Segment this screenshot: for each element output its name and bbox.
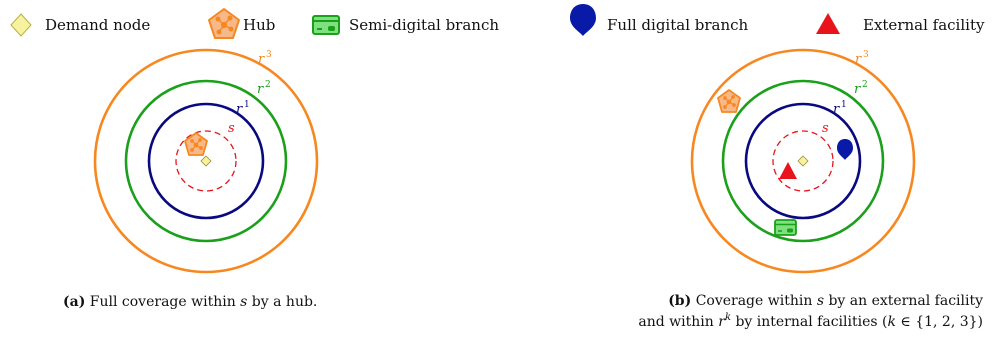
label-r3: r bbox=[258, 52, 265, 67]
hub-icon bbox=[717, 89, 741, 113]
demand-node-icon bbox=[10, 13, 32, 37]
label-r3-sup: 3 bbox=[863, 50, 869, 60]
legend-external: External facility bbox=[816, 13, 985, 34]
label-r1: r bbox=[236, 102, 243, 117]
legend-demand-node: Demand node bbox=[10, 13, 150, 37]
external-facility-icon bbox=[779, 162, 797, 179]
external-facility-icon bbox=[816, 13, 840, 34]
panel-a: r 3 r 2 r 1 s (a) Full coverage within s… bbox=[63, 48, 319, 310]
ring-r2 bbox=[721, 79, 885, 243]
ring-r2 bbox=[124, 79, 288, 243]
legend-hub bbox=[208, 8, 240, 39]
demand-node-icon bbox=[797, 155, 809, 167]
label-r2-sup: 2 bbox=[862, 80, 868, 90]
ring-s bbox=[772, 130, 834, 192]
label-r2: r bbox=[854, 82, 861, 97]
label-s: s bbox=[822, 121, 829, 136]
legend: Demand node Hub Semi-digital branch bbox=[10, 4, 985, 39]
full-digital-branch-icon bbox=[570, 4, 596, 36]
label-r1: r bbox=[833, 102, 840, 117]
label-r1-sup: 1 bbox=[244, 100, 250, 110]
legend-external-label: External facility bbox=[863, 16, 985, 34]
legend-semi-digital-label: Semi-digital branch bbox=[349, 16, 499, 34]
label-r2: r bbox=[257, 82, 264, 97]
ring-r3 bbox=[690, 48, 916, 274]
caption-b: (b) Coverage within s by an external fac… bbox=[638, 293, 983, 330]
ring-r3 bbox=[93, 48, 319, 274]
label-r1-sup: 1 bbox=[841, 100, 847, 110]
demand-node-icon bbox=[200, 155, 212, 167]
label-s: s bbox=[228, 121, 235, 136]
caption-b-line2: and within rk by internal facilities (k … bbox=[638, 312, 983, 330]
label-r2-sup: 2 bbox=[265, 80, 271, 90]
semi-digital-branch-icon bbox=[312, 15, 340, 35]
hub-icon bbox=[184, 132, 208, 156]
ring-s bbox=[175, 130, 237, 192]
label-r3: r bbox=[855, 52, 862, 67]
full-digital-branch-icon bbox=[837, 139, 853, 160]
legend-semi-digital: Semi-digital branch bbox=[312, 15, 499, 35]
caption-a: (a) Full coverage within s by a hub. bbox=[63, 294, 317, 310]
ring-r1 bbox=[147, 102, 265, 220]
legend-hub-label: Hub bbox=[243, 16, 275, 34]
caption-b-line1: (b) Coverage within s by an external fac… bbox=[668, 293, 983, 309]
legend-full-digital-label: Full digital branch bbox=[607, 16, 749, 34]
label-r3-sup: 3 bbox=[266, 50, 272, 60]
semi-digital-branch-icon bbox=[774, 219, 797, 236]
legend-full-digital: Full digital branch bbox=[570, 4, 749, 36]
ring-r1 bbox=[744, 102, 862, 220]
panel-b: r 3 r 2 r 1 s bbox=[638, 48, 983, 330]
legend-demand-node-label: Demand node bbox=[45, 16, 150, 34]
